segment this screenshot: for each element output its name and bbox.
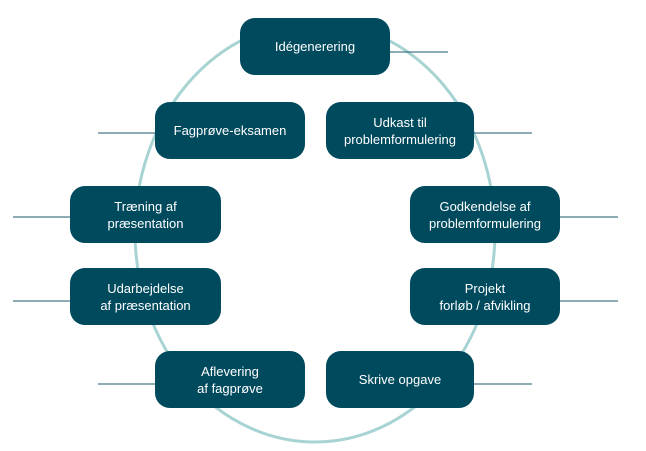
step-udarbejdelse-af-praesentation: Udarbejdelse af præsentation [70, 268, 221, 325]
step-projekt-forlob-afvikling: Projekt forløb / afvikling [410, 268, 560, 325]
step-skrive-opgave: Skrive opgave [326, 351, 474, 408]
step-idegenerering: Idégenerering [240, 18, 390, 75]
step-godkendelse-af-problemformulering: Godkendelse af problemformulering [410, 186, 560, 243]
step-fagprove-eksamen: Fagprøve-eksamen [155, 102, 305, 159]
step-udkast-til-problemformulering: Udkast til problemformulering [326, 102, 474, 159]
step-aflevering-af-fagprove: Aflevering af fagprøve [155, 351, 305, 408]
step-traening-af-praesentation: Træning af præsentation [70, 186, 221, 243]
